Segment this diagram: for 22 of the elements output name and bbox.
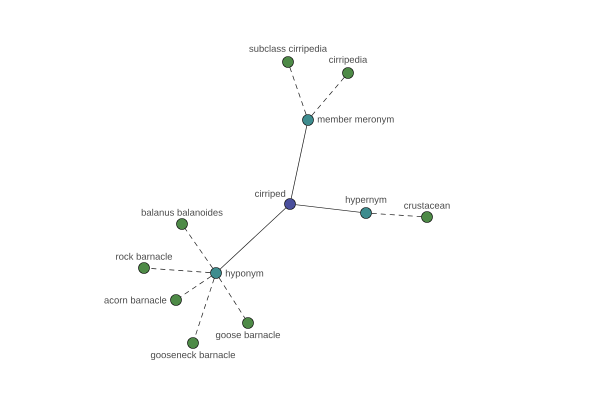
connector-line bbox=[149, 268, 211, 273]
connector-line bbox=[371, 213, 422, 217]
node-label: hyponym bbox=[226, 270, 264, 278]
connector-line bbox=[295, 204, 361, 213]
node-label: cirriped bbox=[255, 190, 286, 199]
connector-line bbox=[311, 77, 345, 116]
node-label: subclass cirripedia bbox=[249, 44, 328, 54]
node-label: cirripedia bbox=[329, 56, 368, 65]
connector-line bbox=[220, 208, 286, 270]
node-label: member meronym bbox=[318, 116, 394, 124]
node-label: gooseneck barnacle bbox=[150, 351, 236, 360]
node-label: balanus balanoides bbox=[142, 208, 223, 216]
node-label: goose barnacle bbox=[216, 331, 280, 340]
node-label: rock barnacle bbox=[116, 252, 172, 260]
connector-line bbox=[180, 276, 212, 298]
connector-line bbox=[290, 125, 308, 199]
node-label: hypernym bbox=[346, 196, 386, 205]
connector-line bbox=[290, 67, 306, 115]
node-label: crustacean bbox=[404, 202, 450, 209]
node-label: acorn barnacle bbox=[104, 296, 166, 304]
connector-line bbox=[218, 278, 246, 318]
connector-line bbox=[184, 228, 214, 269]
